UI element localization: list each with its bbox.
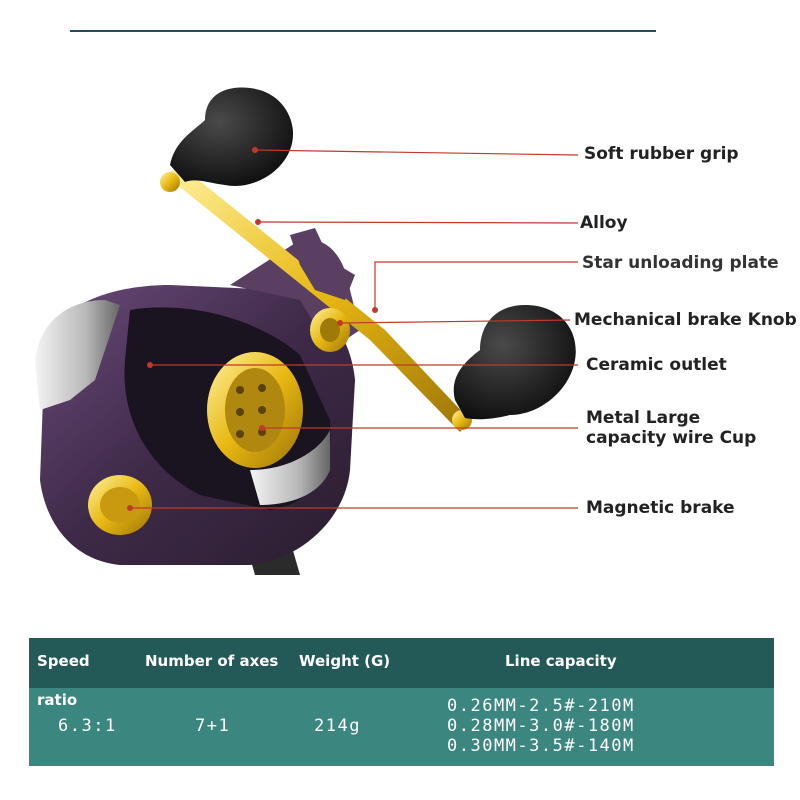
spec-table-body: ratio 6.3:1 7+1 214g 0.26MM-2.5#-210M 0.…: [29, 688, 774, 766]
header-speed: Speed: [37, 652, 90, 670]
header-weight: Weight (G): [299, 652, 391, 670]
label-soft-rubber-grip: Soft rubber grip: [584, 144, 739, 164]
label-magnetic-brake: Magnetic brake: [586, 498, 735, 518]
label-ceramic-outlet: Ceramic outlet: [586, 355, 727, 375]
reel-side-plate: [35, 300, 120, 410]
label-wire-cup-line2: capacity wire Cup: [586, 428, 757, 448]
value-speed: 6.3:1: [58, 716, 117, 736]
fishing-reel-image: [35, 87, 579, 575]
lower-grip: [453, 305, 576, 420]
spec-table-header: Speed Number of axes Weight (G) Line cap…: [29, 638, 774, 688]
label-star-unloading-plate: Star unloading plate: [582, 253, 779, 273]
capacity-row: 0.30MM-3.5#-140M: [447, 736, 635, 756]
spec-table: Speed Number of axes Weight (G) Line cap…: [29, 638, 774, 766]
label-wire-cup-line1: Metal Large: [586, 408, 701, 428]
capacity-row: 0.28MM-3.0#-180M: [447, 716, 635, 736]
label-wire-cup: Metal Large capacity wire Cup: [586, 408, 756, 448]
value-axes: 7+1: [195, 716, 231, 736]
star-drag-plate: [290, 228, 355, 300]
label-mechanical-brake-knob: Mechanical brake Knob: [574, 310, 797, 330]
header-axes: Number of axes: [145, 652, 279, 670]
capacity-row: 0.26MM-2.5#-210M: [447, 696, 635, 716]
value-line-capacity: 0.26MM-2.5#-210M 0.28MM-3.0#-180M 0.30MM…: [447, 696, 635, 756]
header-line-capacity: Line capacity: [505, 652, 617, 670]
handle-arm: [165, 165, 470, 432]
leader-lines: [130, 149, 579, 509]
top-divider-line: [70, 30, 656, 32]
upper-grip: [170, 87, 294, 186]
label-alloy: Alloy: [580, 213, 628, 233]
header-speed-sub: ratio: [37, 691, 78, 709]
reel-lower-arc: [250, 430, 330, 505]
value-weight: 214g: [314, 716, 361, 736]
